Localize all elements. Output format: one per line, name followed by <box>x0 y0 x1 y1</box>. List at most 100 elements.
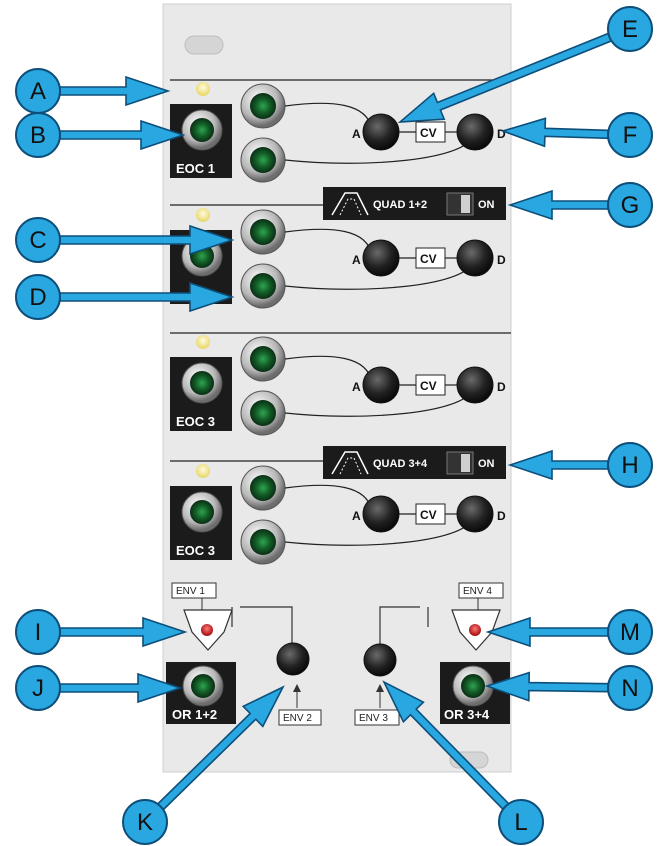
attack-knob[interactable] <box>362 113 400 151</box>
callout-arrow <box>507 449 609 481</box>
toggle-lever <box>461 195 470 213</box>
callout-letter: A <box>30 78 46 105</box>
env-output-jack[interactable] <box>240 263 286 309</box>
or-output-jack-left[interactable] <box>182 665 224 707</box>
cv-label: CV <box>420 126 437 140</box>
decay-knob[interactable] <box>456 113 494 151</box>
callout-badge <box>122 799 168 845</box>
decay-label: D <box>497 380 506 394</box>
callout-badge <box>607 665 653 711</box>
callout-a: A <box>15 68 171 114</box>
env-output-jack[interactable] <box>240 137 286 183</box>
attack-label: A <box>352 380 361 394</box>
attack-label: A <box>352 253 361 267</box>
callout-letter: N <box>621 675 638 702</box>
callout-arrow <box>500 117 609 148</box>
callout-arrow <box>507 189 609 221</box>
or-led-right <box>469 624 481 636</box>
callout-letter: G <box>621 192 640 219</box>
quad-state-label: ON <box>478 199 495 211</box>
callout-arrow <box>59 616 188 648</box>
or-output-jack-right[interactable] <box>452 665 494 707</box>
callout-f: F <box>500 112 653 158</box>
callout-badge <box>607 442 653 488</box>
or-wire-right <box>379 606 429 645</box>
cv-box <box>415 503 446 525</box>
or-led-left <box>201 624 213 636</box>
quad-switch-1-2[interactable]: QUAD 1+2 ON <box>323 187 506 220</box>
gate-input-jack[interactable] <box>240 83 286 129</box>
callout-arrow <box>59 224 235 256</box>
quad-state-label: ON <box>478 458 495 470</box>
eoc-led <box>196 335 210 349</box>
cv-box <box>415 374 446 396</box>
env3-knob[interactable] <box>363 643 397 677</box>
eoc-led <box>196 464 210 478</box>
eoc-led <box>196 208 210 222</box>
env2-knob[interactable] <box>276 642 310 676</box>
callout-letter: C <box>29 227 46 254</box>
attack-knob[interactable] <box>362 239 400 277</box>
decay-label: D <box>497 253 506 267</box>
quad-switch-3-4[interactable]: QUAD 3+4 ON <box>323 446 506 479</box>
cv-label: CV <box>420 379 437 393</box>
callout-e: E <box>397 6 653 123</box>
callout-letter: L <box>514 809 527 836</box>
env-arrow-head <box>376 684 384 692</box>
callout-m: M <box>485 609 653 655</box>
callout-badge <box>607 609 653 655</box>
attack-label: A <box>352 509 361 523</box>
quad-envelope-icon <box>331 451 369 475</box>
callout-letter: E <box>622 16 638 43</box>
env-top-left: ENV 1 <box>176 586 205 597</box>
attack-knob[interactable] <box>362 366 400 404</box>
gate-input-jack[interactable] <box>240 336 286 382</box>
callout-letter: H <box>621 452 638 479</box>
callout-g: G <box>507 182 653 228</box>
decay-label: D <box>497 127 506 141</box>
callout-badge <box>498 799 544 845</box>
quad-label: QUAD 1+2 <box>373 199 427 211</box>
callout-j: J <box>15 665 183 711</box>
decay-knob[interactable] <box>456 239 494 277</box>
quad-envelope-icon-inner <box>339 457 362 475</box>
attack-knob[interactable] <box>362 495 400 533</box>
callout-arrow <box>59 119 186 151</box>
callout-badge <box>607 6 653 52</box>
env-arrow-head <box>293 684 301 692</box>
env-output-jack[interactable] <box>240 390 286 436</box>
eoc-output-jack[interactable] <box>181 491 223 533</box>
channel-1: EOC 1 A CV D <box>170 82 506 183</box>
quad-envelope-icon <box>331 192 369 216</box>
callout-l: L <box>382 680 544 845</box>
callout-arrow <box>59 672 183 704</box>
env-label-box <box>458 582 504 599</box>
cv-box <box>415 247 446 269</box>
callout-d: D <box>15 274 235 320</box>
decay-knob[interactable] <box>456 495 494 533</box>
env-label-box <box>278 709 322 726</box>
callout-i: I <box>15 609 188 655</box>
callout-letter: J <box>32 675 44 702</box>
gate-input-jack[interactable] <box>240 209 286 255</box>
cv-label: CV <box>420 508 437 522</box>
callout-arrow <box>156 685 285 811</box>
env-output-jack[interactable] <box>240 519 286 565</box>
quad-label: QUAD 3+4 <box>373 458 428 470</box>
toggle-lever <box>461 454 470 472</box>
cv-label: CV <box>420 252 437 266</box>
eoc-output-jack[interactable] <box>181 109 223 151</box>
callout-badge <box>15 217 61 263</box>
decay-knob[interactable] <box>456 366 494 404</box>
callout-arrow <box>59 281 235 313</box>
eoc-label: EOC 1 <box>176 161 215 176</box>
gate-input-jack[interactable] <box>240 465 286 511</box>
eoc-label: EOC 3 <box>176 543 215 558</box>
callout-arrow <box>397 32 613 123</box>
callout-badge <box>607 182 653 228</box>
env-bottom-right: ENV 3 <box>359 713 388 724</box>
eoc-output-jack[interactable] <box>181 362 223 404</box>
attack-label: A <box>352 127 361 141</box>
